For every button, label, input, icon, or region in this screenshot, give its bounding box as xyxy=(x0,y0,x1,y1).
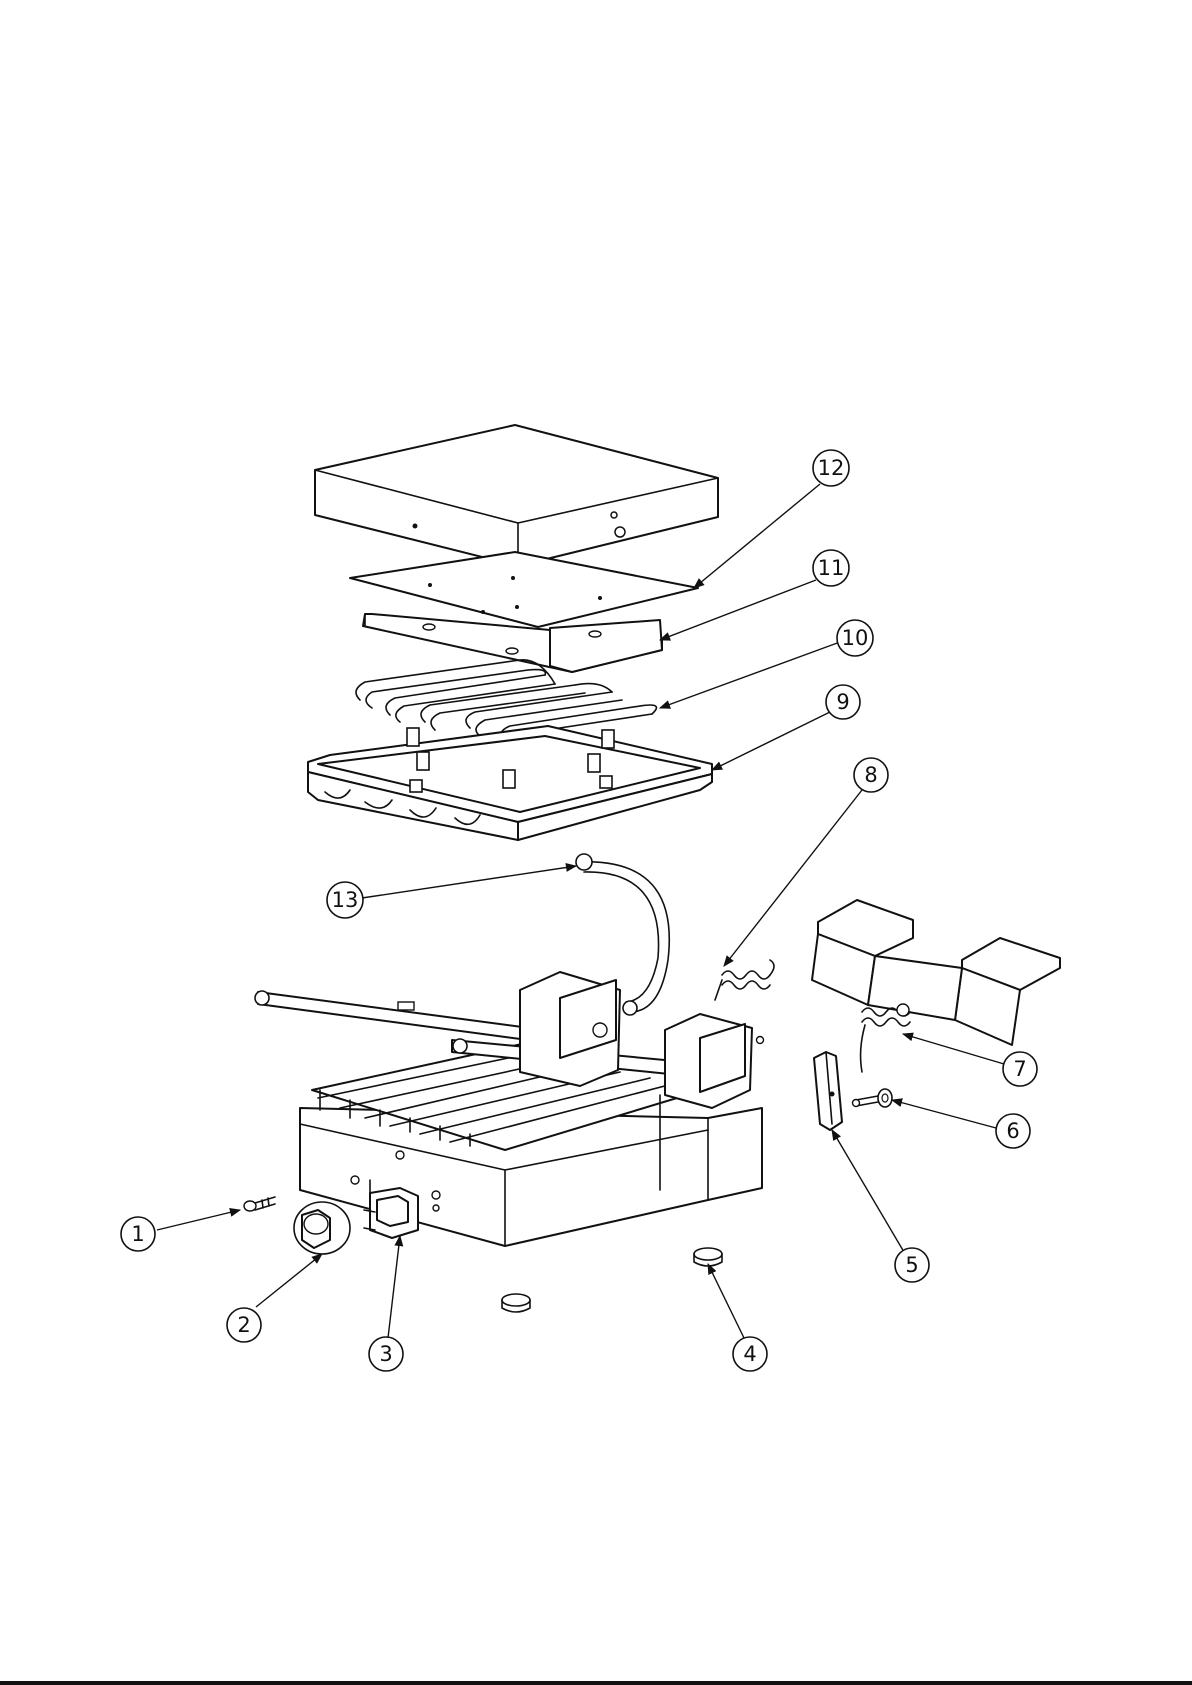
callout-4: 4 xyxy=(733,1337,767,1371)
svg-text:6: 6 xyxy=(1006,1119,1019,1143)
callout-9: 9 xyxy=(826,685,860,719)
callout-11: 11 xyxy=(813,550,849,586)
svg-text:3: 3 xyxy=(379,1342,392,1366)
spring-bracket-cover xyxy=(812,900,1060,1045)
svg-text:2: 2 xyxy=(237,1313,250,1337)
pin-nut xyxy=(853,1089,893,1107)
control-knob xyxy=(294,1202,350,1254)
callout-2: 2 xyxy=(227,1308,261,1342)
top-cover xyxy=(315,425,718,566)
callout-12: 12 xyxy=(813,450,849,486)
bottom-border-rule xyxy=(0,1681,1192,1685)
callout-6: 6 xyxy=(996,1114,1030,1148)
lower-tray xyxy=(308,726,712,840)
svg-text:5: 5 xyxy=(905,1253,918,1277)
svg-text:4: 4 xyxy=(743,1342,756,1366)
rubber-foot-4 xyxy=(694,1248,722,1266)
svg-text:12: 12 xyxy=(818,456,845,480)
mounting-bar xyxy=(363,614,662,672)
callout-5: 5 xyxy=(895,1248,929,1282)
torsion-spring-7 xyxy=(861,1004,910,1072)
svg-text:9: 9 xyxy=(836,690,849,714)
callout-1: 1 xyxy=(121,1217,155,1251)
callout-13: 13 xyxy=(327,882,363,918)
callout-10: 10 xyxy=(837,620,873,656)
svg-text:8: 8 xyxy=(864,763,877,787)
screw xyxy=(244,1197,275,1211)
torsion-spring-8 xyxy=(715,960,774,1000)
svg-text:7: 7 xyxy=(1013,1057,1026,1081)
svg-text:1: 1 xyxy=(131,1222,144,1246)
clip xyxy=(814,1052,842,1130)
callout-3: 3 xyxy=(369,1337,403,1371)
callout-8: 8 xyxy=(854,758,888,792)
svg-text:10: 10 xyxy=(842,626,869,650)
callout-7: 7 xyxy=(1003,1052,1037,1086)
svg-text:11: 11 xyxy=(818,556,845,580)
svg-text:13: 13 xyxy=(332,888,359,912)
rubber-foot-4b xyxy=(502,1294,530,1312)
